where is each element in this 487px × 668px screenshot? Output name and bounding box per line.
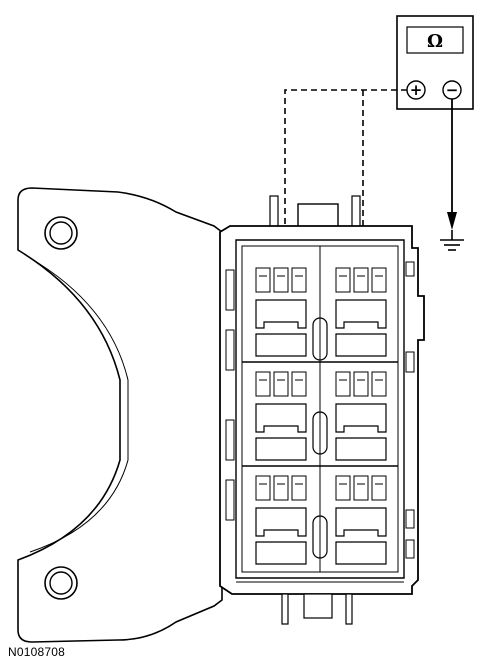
bracket-outline [17, 187, 223, 643]
ground-symbol-icon [440, 230, 464, 251]
center-slots [312, 317, 328, 559]
ohmmeter-display [406, 26, 464, 54]
fuse-row-bottom-left [255, 475, 307, 501]
top-tab-right [351, 195, 361, 231]
positive-lead-1 [284, 89, 407, 250]
left-ribs [225, 269, 235, 521]
relay-sockets [255, 299, 387, 565]
fuse-box-housing [219, 195, 425, 625]
fuse-row-top-left [255, 267, 307, 293]
negative-terminal-label: − [446, 81, 459, 99]
housing-inner-wall-2 [241, 245, 399, 573]
fuse-row-bottom-right [335, 475, 387, 501]
mounting-hole-upper-inner [49, 221, 73, 245]
figure-id: N0108708 [8, 645, 65, 659]
right-ribs [405, 261, 415, 559]
top-tab-left [269, 195, 279, 231]
negative-lead-arrow [447, 212, 457, 230]
housing-inner-wall [235, 239, 405, 579]
bracket-inner-cutout [29, 257, 129, 553]
bottom-pins [236, 581, 404, 625]
fuse-row-mid-left [255, 371, 307, 397]
mounting-hole-lower-inner [49, 571, 73, 595]
housing-outline [219, 225, 425, 595]
fuse-row-mid-right [335, 371, 387, 397]
mounting-hole-lower [44, 566, 78, 600]
fuse-row-top-right [335, 267, 387, 293]
ohm-symbol: Ω [427, 31, 443, 52]
mini-fuse-rows [255, 267, 387, 501]
positive-terminal-label: + [410, 81, 423, 99]
section-dividers [242, 361, 398, 467]
mounting-hole-upper [44, 216, 78, 250]
ohmmeter: Ω + − [396, 15, 474, 110]
mounting-bracket [17, 187, 223, 643]
